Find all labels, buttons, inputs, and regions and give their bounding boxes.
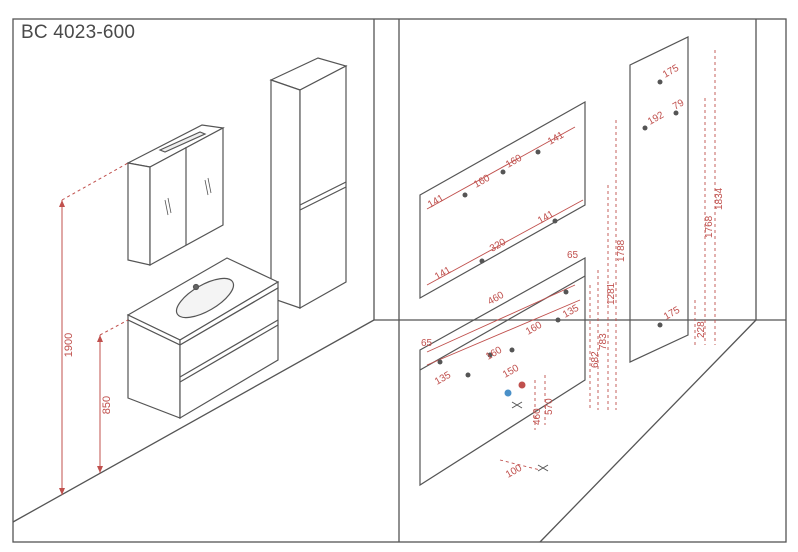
fixture-point <box>500 169 506 175</box>
dim-vanity-h4: 135 <box>561 303 581 321</box>
dim-mirror-d: 141 <box>546 130 566 148</box>
dim-vanity-h2: 160 <box>484 345 504 363</box>
dim-column-low: 228 <box>696 321 707 338</box>
fixture-point <box>555 317 561 323</box>
right-dimension-lines <box>499 50 716 471</box>
mirror-cabinet <box>126 124 225 267</box>
fixture-point <box>657 322 663 328</box>
fixture-point <box>673 110 679 116</box>
dim-vertical-4: 1788 <box>616 239 627 262</box>
fixture-point <box>552 218 558 224</box>
mirror-dimension-lines <box>426 126 584 366</box>
dim-cabinet-height: 1900 <box>63 333 75 357</box>
dim-plumbing-high: 570 <box>544 398 555 415</box>
mirror-wall-outline <box>419 100 586 487</box>
hot-water-icon <box>518 381 526 389</box>
left-dimension-ticks <box>59 200 103 495</box>
dim-mirror-b: 160 <box>472 173 492 191</box>
tall-cabinet <box>269 57 348 310</box>
dim-plumbing-offset: 150 <box>501 363 521 381</box>
page-title: BC 4023-600 <box>21 22 136 43</box>
dim-vertical-3: 1281 <box>606 282 617 305</box>
column-outline <box>629 36 689 363</box>
dim-vanity-left: 65 <box>421 338 433 349</box>
fixture-point <box>465 372 471 378</box>
dim-vertical-1: 682 <box>590 351 601 368</box>
dim-column-mid: 1768 <box>704 215 715 238</box>
fixture-points <box>437 79 679 378</box>
dim-vertical-2: 783 <box>598 333 609 350</box>
fixture-point <box>462 192 468 198</box>
fixture-point <box>642 125 648 131</box>
fixture-point <box>535 149 541 155</box>
left-dimension-lines <box>61 162 129 495</box>
dim-mirror-c: 160 <box>504 153 524 171</box>
dim-mirror-e: 141 <box>433 265 453 283</box>
dim-vanity-h1: 135 <box>433 370 453 388</box>
left-room-outline <box>12 18 787 543</box>
dim-column-w1: 192 <box>646 110 666 128</box>
dim-mirror-a: 141 <box>426 193 446 211</box>
cold-water-icon <box>504 389 512 397</box>
fixture-point <box>479 258 485 264</box>
fixture-point <box>487 352 493 358</box>
dim-mirror-f: 320 <box>488 237 508 255</box>
dim-drain: 100 <box>504 463 524 481</box>
dim-column-w2: 79 <box>671 97 687 112</box>
drain-icon <box>511 401 549 472</box>
fixture-point <box>437 359 443 365</box>
vanity-unit <box>126 257 280 420</box>
dim-plumbing-low: 460 <box>532 408 543 425</box>
dim-column-top: 175 <box>661 63 681 81</box>
dim-vanity-height: 850 <box>101 396 113 414</box>
dim-vanity-width: 460 <box>486 290 506 308</box>
fixture-point <box>563 289 569 295</box>
fixture-point <box>657 79 663 85</box>
fixture-point <box>509 347 515 353</box>
dim-column-high: 1834 <box>714 187 725 210</box>
dim-mirror-g: 141 <box>536 209 556 227</box>
dim-vanity-top: 65 <box>567 250 579 261</box>
